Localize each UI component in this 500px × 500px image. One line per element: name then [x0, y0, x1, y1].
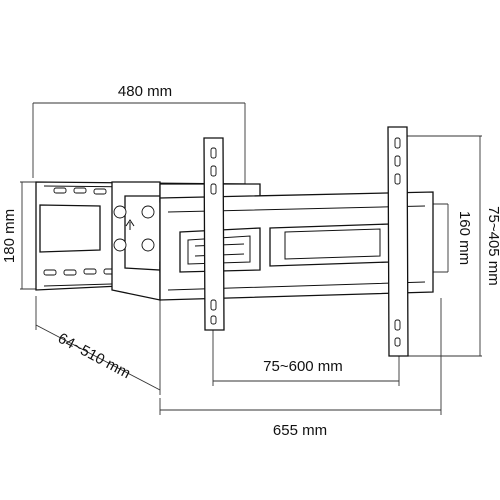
label-overall-width: 655 mm [273, 422, 327, 439]
label-wall-plate-width: 480 mm [118, 83, 172, 100]
wall-plate-cutout [39, 204, 101, 253]
tv-rail [159, 191, 434, 301]
vesa-bracket-left [203, 137, 225, 331]
label-vesa-vertical: 75~405 mm [485, 206, 500, 286]
label-vesa-horizontal: 75~600 mm [263, 358, 343, 375]
label-wall-plate-height: 180 mm [1, 209, 18, 263]
label-arm-extension: 64~510 mm [55, 330, 133, 382]
vesa-bracket-right [387, 126, 409, 357]
label-rail-height: 160 mm [456, 211, 473, 265]
dimension-lines [20, 102, 482, 415]
